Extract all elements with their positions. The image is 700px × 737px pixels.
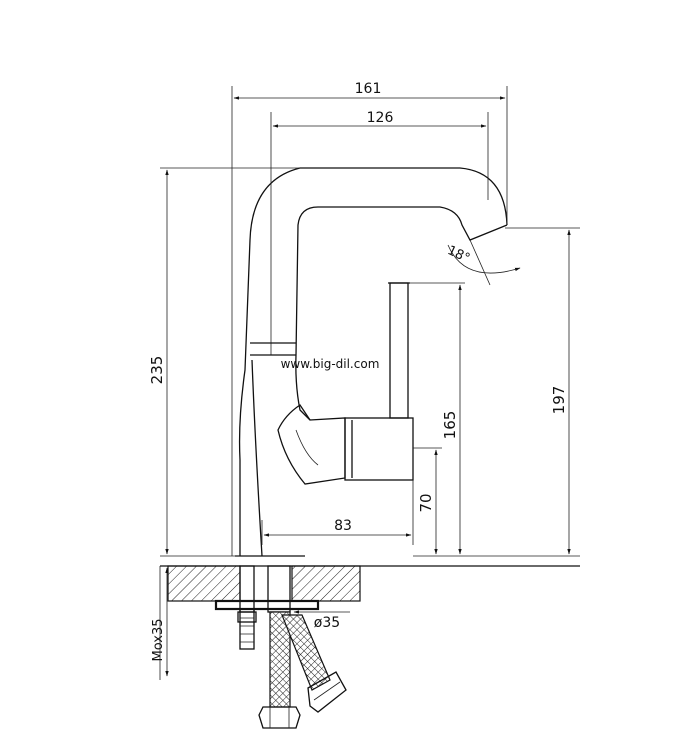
dim-overall-width: 161: [355, 81, 382, 97]
watermark: www.big-dil.com: [281, 357, 380, 371]
dim-lever-height: 165: [441, 411, 459, 440]
countertop-section: [160, 565, 580, 602]
dimension-lines: [165, 96, 571, 677]
dim-spout-height: 197: [550, 386, 568, 415]
dim-hole-diameter: ø35: [314, 615, 340, 631]
dim-thread: Mox35: [151, 618, 166, 661]
faucet-body: [238, 167, 508, 557]
dim-swivel-angle: 18°: [445, 243, 472, 266]
dim-spout-reach: 126: [367, 110, 394, 126]
dim-total-height: 235: [148, 356, 166, 385]
mounting-hardware: [214, 565, 347, 729]
dim-lever-offset: 83: [334, 518, 352, 534]
dim-body-lever-height: 70: [417, 493, 435, 512]
lever-assembly: [277, 282, 414, 485]
extension-lines: [159, 86, 580, 680]
